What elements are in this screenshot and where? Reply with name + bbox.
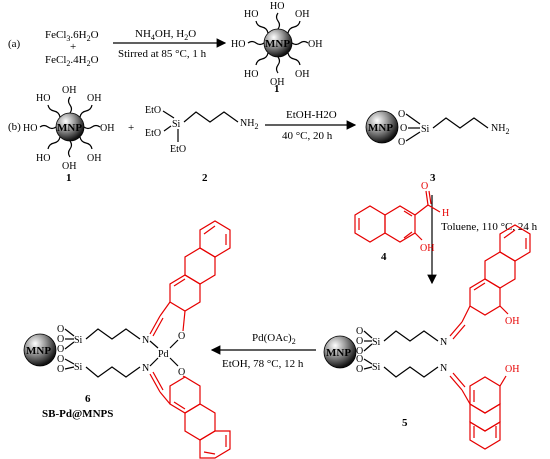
mnp-label: MNP (26, 345, 51, 357)
mnp-particle-1b: MNP HO OH OH HO OH HO OH OH (23, 85, 114, 172)
conditions-b-bottom: 40 °C, 20 h (282, 130, 333, 142)
reactant-fecl2: FeCl2.4H2O (45, 54, 99, 68)
compound-number-4: 4 (381, 251, 387, 263)
compound-number-1b: 1 (66, 172, 72, 184)
oh-label: OH (420, 243, 434, 254)
o-label: O (57, 334, 64, 345)
part-b-label: (b) (8, 121, 21, 133)
n-label: N (142, 335, 149, 346)
n-label: N (440, 363, 447, 374)
o-label: O (356, 346, 363, 357)
mnp-label: MNP (326, 347, 351, 359)
n-label: N (440, 337, 447, 348)
si-label: Si (372, 362, 381, 373)
ho-label: HO (244, 69, 258, 80)
ho-label: HO (244, 9, 258, 20)
si-label: Si (74, 335, 83, 346)
reactant-fecl3: FeCl3.6H2O (45, 29, 99, 43)
o-label: O (57, 364, 64, 375)
mnp-nh2-product: MNP O O O Si NH2 (365, 109, 509, 148)
compound-number-1a: 1 (274, 83, 280, 95)
eto-label: EtO (145, 105, 161, 116)
oh-label: OH (308, 39, 322, 50)
eto-label: EtO (170, 144, 186, 155)
o-label: O (356, 326, 363, 337)
o-label: O (57, 354, 64, 365)
aptes-structure: EtO EtO Si EtO NH2 (145, 105, 258, 155)
conditions-c: Toluene, 110 °C, 24 h (441, 221, 538, 233)
o-label: O (398, 137, 405, 148)
mnp-label: MNP (368, 122, 393, 134)
o-label: O (356, 354, 363, 365)
si-label: Si (172, 119, 181, 130)
mnp-label: MNP (265, 38, 290, 50)
aldehyde-o-label: O (421, 181, 428, 192)
oh-label: OH (295, 9, 309, 20)
si-label: Si (372, 337, 381, 348)
part-a-label: (a) (8, 38, 21, 50)
ho-label: HO (36, 93, 50, 104)
o-label: O (57, 344, 64, 355)
n-label: N (142, 363, 149, 374)
o-label: O (178, 367, 185, 378)
oh-label: OH (270, 77, 284, 88)
mnp-particle-1a: MNP HO HO OH HO OH HO OH OH (231, 1, 322, 88)
mnp-label: MNP (57, 122, 82, 134)
ho-label: HO (270, 1, 284, 12)
si-label: Si (74, 362, 83, 373)
oh-label: OH (87, 93, 101, 104)
o-label: O (356, 364, 363, 375)
o-label: O (398, 109, 405, 120)
conditions-a-bottom: Stirred at 85 °C, 1 h (118, 48, 207, 60)
oh-label: OH (100, 123, 114, 134)
conditions-a-top: NH4OH, H2O (135, 28, 196, 42)
compound-number-6: 6 (85, 393, 91, 405)
product-name: SB-Pd@MNPS (42, 408, 113, 420)
compound-number-3: 3 (430, 172, 436, 184)
compound-number-5: 5 (402, 417, 408, 429)
oh-label: OH (505, 316, 519, 327)
o-label: O (400, 123, 407, 134)
schiff-base-product: MNP O O O Si N O O Si N OH (323, 224, 531, 450)
pd-complex-product: MNP O O O Si N O O Si N Pd O O (23, 220, 231, 459)
ho-label: HO (23, 123, 37, 134)
plus-sign-b: + (128, 122, 134, 134)
si-label: Si (421, 124, 430, 135)
plus-sign-a: + (70, 41, 76, 53)
conditions-d-bottom: EtOH, 78 °C, 12 h (222, 358, 304, 370)
compound-number-2: 2 (202, 172, 208, 184)
o-label: O (57, 324, 64, 335)
nh2-label: NH2 (491, 123, 509, 136)
oh-label: OH (62, 161, 76, 172)
conditions-b-top: EtOH-H2O (286, 109, 337, 121)
o-label: O (356, 336, 363, 347)
oh-label: OH (87, 153, 101, 164)
oh-label: OH (62, 85, 76, 96)
oh-label: OH (505, 364, 519, 375)
eto-label: EtO (145, 128, 161, 139)
oh-label: OH (295, 69, 309, 80)
nh2-label: NH2 (240, 118, 258, 131)
aldehyde-h-label: H (442, 208, 449, 219)
pd-label: Pd (158, 349, 169, 360)
ho-label: HO (231, 39, 245, 50)
hydroxy-naphthaldehyde: O H OH (354, 181, 449, 254)
conditions-d-top: Pd(OAc)2 (252, 332, 296, 346)
ho-label: HO (36, 153, 50, 164)
o-label: O (178, 331, 185, 342)
